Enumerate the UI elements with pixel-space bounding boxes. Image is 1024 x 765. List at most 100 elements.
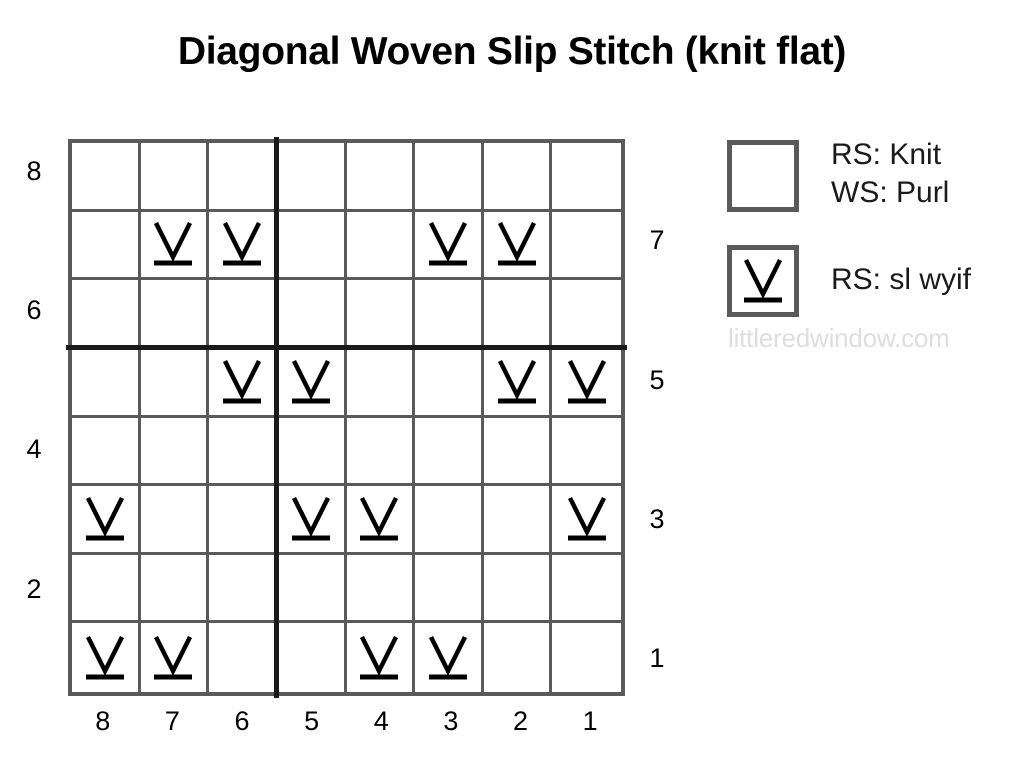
chart-cell-r7-c6 xyxy=(209,211,278,281)
chart-cell-r5-c7 xyxy=(140,348,210,418)
chart-cell-r2-c8 xyxy=(72,554,141,624)
chart-cell-r6-c4 xyxy=(346,280,416,349)
legend-swatch-slip-wyif xyxy=(727,245,799,317)
chart-cell-r7-c2 xyxy=(483,211,553,281)
chart-cell-r3-c5 xyxy=(277,486,347,555)
legend: RS: Knit WS: Purl RS: sl wyif xyxy=(727,138,1007,318)
chart-cell-r4-c1 xyxy=(552,417,621,487)
chart-cell-r6-c6 xyxy=(209,280,278,349)
row-number-left-8: 8 xyxy=(26,155,42,186)
chart-cell-r6-c2 xyxy=(483,280,553,349)
column-number-4: 4 xyxy=(373,706,389,736)
slip-wyif-symbol-icon xyxy=(150,635,196,681)
chart-cell-r5-c8 xyxy=(72,348,141,418)
slip-wyif-symbol-icon xyxy=(219,359,265,405)
slip-wyif-symbol-icon xyxy=(356,635,402,681)
chart-cell-r7-c3 xyxy=(415,211,484,281)
column-number-7: 7 xyxy=(164,706,180,736)
slip-wyif-symbol-icon xyxy=(356,496,402,542)
chart-cell-r2-c3 xyxy=(415,554,484,624)
chart-cell-r2-c7 xyxy=(140,554,210,624)
chart-cell-r5-c3 xyxy=(415,348,484,418)
chart-cell-r5-c2 xyxy=(483,348,553,418)
chart-cell-r4-c8 xyxy=(72,417,141,487)
repeat-marker-horizontal xyxy=(66,345,627,350)
chart-cell-r8-c7 xyxy=(140,143,210,212)
slip-wyif-symbol-icon xyxy=(150,221,196,267)
column-number-8: 8 xyxy=(95,706,111,736)
chart-cell-r6-c5 xyxy=(277,280,347,349)
chart-cell-r8-c1 xyxy=(552,143,621,212)
chart-cell-r5-c6 xyxy=(209,348,278,418)
chart-cell-r3-c7 xyxy=(140,486,210,555)
slip-wyif-symbol-icon xyxy=(82,635,128,681)
chart-cell-r4-c5 xyxy=(277,417,347,487)
chart-cell-r7-c4 xyxy=(346,211,416,281)
slip-wyif-symbol-icon xyxy=(564,496,610,542)
slip-wyif-symbol-icon xyxy=(494,221,540,267)
row-number-right-1: 1 xyxy=(649,643,665,674)
column-number-1: 1 xyxy=(582,706,598,736)
slip-wyif-symbol-icon xyxy=(288,359,334,405)
row-number-right-5: 5 xyxy=(649,364,665,395)
chart-grid xyxy=(68,139,625,696)
chart-cell-r2-c2 xyxy=(483,554,553,624)
chart-cell-r6-c7 xyxy=(140,280,210,349)
legend-swatch-blank xyxy=(727,140,799,212)
chart-cell-r8-c8 xyxy=(72,143,141,212)
chart-cell-r8-c5 xyxy=(277,143,347,212)
legend-label-knit: RS: Knit WS: Purl xyxy=(831,136,949,212)
chart-cell-r8-c6 xyxy=(209,143,278,212)
column-number-6: 6 xyxy=(234,706,250,736)
column-number-5: 5 xyxy=(304,706,320,736)
row-number-left-4: 4 xyxy=(26,434,42,465)
chart-cell-r6-c8 xyxy=(72,280,141,349)
legend-label-slip-wyif: RS: sl wyif xyxy=(831,263,972,296)
chart-cell-r2-c1 xyxy=(552,554,621,624)
chart-cell-r2-c6 xyxy=(209,554,278,624)
chart-cell-r3-c4 xyxy=(346,486,416,555)
repeat-marker-vertical xyxy=(274,137,279,698)
slip-wyif-symbol-icon xyxy=(564,359,610,405)
chart-cell-r6-c1 xyxy=(552,280,621,349)
chart-cell-r8-c3 xyxy=(415,143,484,212)
chart-cell-r8-c2 xyxy=(483,143,553,212)
chart-cell-r1-c4 xyxy=(346,623,416,692)
chart-cell-r3-c6 xyxy=(209,486,278,555)
legend-item-knit: RS: Knit WS: Purl xyxy=(727,138,1007,213)
chart-cell-r1-c8 xyxy=(72,623,141,692)
chart-cell-r1-c5 xyxy=(277,623,347,692)
chart-cell-r1-c3 xyxy=(415,623,484,692)
chart-cell-r4-c7 xyxy=(140,417,210,487)
knitting-chart xyxy=(66,137,627,698)
slip-wyif-symbol-icon xyxy=(219,221,265,267)
slip-wyif-symbol-icon xyxy=(425,221,471,267)
slip-wyif-symbol-icon xyxy=(288,496,334,542)
slip-wyif-symbol-icon xyxy=(425,635,471,681)
chart-cell-r4-c3 xyxy=(415,417,484,487)
chart-cell-r3-c2 xyxy=(483,486,553,555)
chart-cell-r3-c3 xyxy=(415,486,484,555)
legend-item-slip-wyif: RS: sl wyif xyxy=(727,245,1007,318)
row-number-right-7: 7 xyxy=(649,225,665,256)
chart-cell-r6-c3 xyxy=(415,280,484,349)
chart-cell-r2-c4 xyxy=(346,554,416,624)
watermark: littleredwindow.com xyxy=(728,323,950,353)
slip-wyif-symbol-icon xyxy=(740,258,786,304)
chart-cell-r2-c5 xyxy=(277,554,347,624)
chart-cell-r3-c1 xyxy=(552,486,621,555)
chart-cell-r1-c7 xyxy=(140,623,210,692)
chart-cell-r1-c1 xyxy=(552,623,621,692)
chart-cell-r4-c4 xyxy=(346,417,416,487)
chart-cell-r7-c7 xyxy=(140,211,210,281)
chart-cell-r7-c1 xyxy=(552,211,621,281)
chart-cell-r4-c6 xyxy=(209,417,278,487)
chart-cell-r1-c2 xyxy=(483,623,553,692)
page-title: Diagonal Woven Slip Stitch (knit flat) xyxy=(177,30,847,73)
chart-cell-r5-c4 xyxy=(346,348,416,418)
slip-wyif-symbol-icon xyxy=(82,496,128,542)
legend-label-knit-line2: WS: Purl xyxy=(831,176,950,209)
slip-wyif-symbol-icon xyxy=(494,359,540,405)
chart-cell-r7-c8 xyxy=(72,211,141,281)
chart-cell-r1-c6 xyxy=(209,623,278,692)
